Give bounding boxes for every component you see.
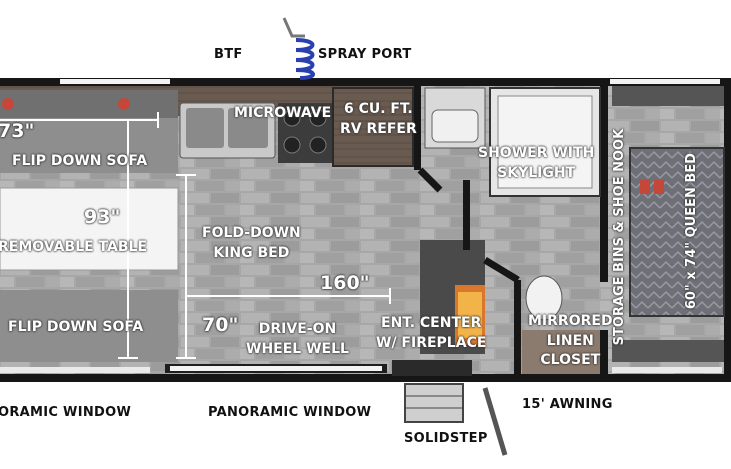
shower-line1: SHOWER WITH <box>478 145 595 161</box>
solidstep-label: SOLIDSTEP <box>404 431 488 446</box>
removable-table-label: REMOVABLE TABLE <box>0 239 148 255</box>
dimension-160: 160" <box>320 272 370 294</box>
refer-label-line2: RV REFER <box>340 120 417 137</box>
spray-port-label: SPRAY PORT <box>318 47 412 62</box>
linen-line2: LINEN <box>546 332 594 349</box>
ent-center-line1: ENT. CENTER <box>381 315 482 331</box>
entertainment-center-label: ENT. CENTER W/ FIREPLACE <box>376 314 486 353</box>
panoramic-window-label: PANORAMIC WINDOW <box>208 405 372 420</box>
ent-center-line2: W/ FIREPLACE <box>376 334 487 351</box>
fold-down-king-bed-label: FOLD-DOWN KING BED <box>202 224 301 263</box>
flip-down-sofa-bottom-label: FLIP DOWN SOFA <box>8 319 144 335</box>
shower-label: SHOWER WITH SKYLIGHT <box>478 144 594 183</box>
king-bed-line2: KING BED <box>213 244 290 261</box>
dimension-73: 73" <box>0 120 35 142</box>
drive-on-wheel-well-label: DRIVE-ON WHEEL WELL <box>246 320 349 359</box>
shower-line2: SKYLIGHT <box>497 164 576 181</box>
linen-line3: CLOSET <box>540 352 601 369</box>
wheel-well-line2: WHEEL WELL <box>246 340 349 357</box>
btf-label: BTF <box>214 47 243 62</box>
awning-label: 15' AWNING <box>522 397 613 412</box>
refer-label-line1: 6 CU. FT. <box>343 101 413 117</box>
microwave-label: MICROWAVE <box>234 105 332 121</box>
refer-label: 6 CU. FT. RV REFER <box>340 100 417 139</box>
wheel-well-line1: DRIVE-ON <box>258 321 337 337</box>
panoramic-window-left-label: ORAMIC WINDOW <box>0 405 132 420</box>
dimension-93: 93" <box>84 206 121 228</box>
linen-closet-label: MIRRORED LINEN CLOSET <box>528 312 613 371</box>
queen-bed-label: 60" x 74" QUEEN BED <box>683 153 699 310</box>
king-bed-line1: FOLD-DOWN <box>202 225 301 241</box>
linen-line1: MIRRORED <box>528 313 613 329</box>
flip-down-sofa-top-label: FLIP DOWN SOFA <box>12 153 148 169</box>
dimension-70: 70" <box>202 314 239 336</box>
storage-bins-label: STORAGE BINS & SHOE NOOK <box>612 128 628 346</box>
